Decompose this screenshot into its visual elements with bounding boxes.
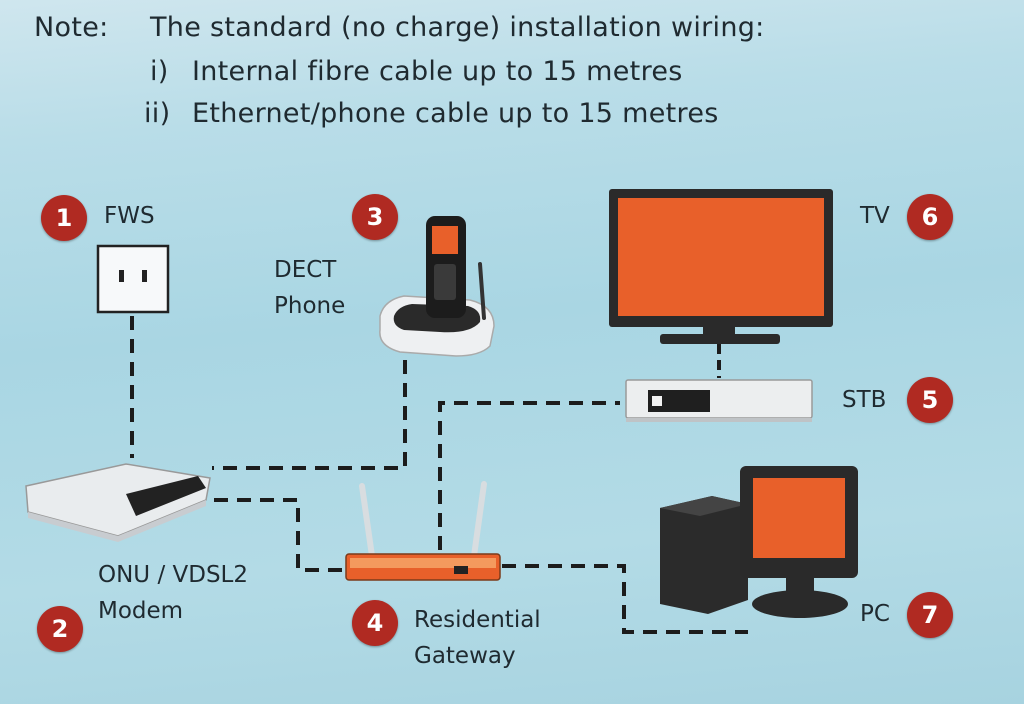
- label-tv: TV: [860, 203, 890, 229]
- label-modem-line2: Modem: [98, 598, 184, 624]
- label-dect-line2: Phone: [274, 293, 346, 319]
- badge-dect: 3: [352, 194, 398, 240]
- badge-gateway: 4: [352, 600, 398, 646]
- label-modem-line1: ONU / VDSL2: [98, 562, 249, 588]
- note-item-number-2: ii): [144, 98, 171, 129]
- badge-fws: 1: [41, 195, 87, 241]
- label-gateway-line1: Residential: [414, 607, 541, 633]
- cable-gateway-stb: [438, 401, 620, 550]
- modem-icon: [25, 463, 211, 542]
- pc-icon: [660, 466, 858, 618]
- label-stb: STB: [842, 387, 887, 413]
- badge-pc: 7: [907, 592, 953, 638]
- gateway-icon: [345, 481, 501, 581]
- badge-stb: 5: [907, 377, 953, 423]
- note-item-ethernet: Ethernet/phone cable up to 15 metres: [192, 98, 719, 129]
- stb-icon: [625, 379, 813, 422]
- note-item-fibre: Internal fibre cable up to 15 metres: [192, 56, 683, 87]
- tv-icon: [609, 189, 833, 344]
- note-item-number-1: i): [150, 56, 169, 87]
- label-pc: PC: [860, 601, 890, 627]
- dect-phone-icon: [379, 216, 495, 357]
- label-dect-line1: DECT: [274, 257, 337, 283]
- note-heading: The standard (no charge) installation wi…: [150, 12, 765, 43]
- label-gateway-line2: Gateway: [414, 643, 516, 669]
- fws-socket-icon: [96, 244, 170, 314]
- cable-dect-modem: [212, 360, 407, 470]
- cable-modem-gateway: [214, 498, 348, 572]
- badge-tv: 6: [907, 194, 953, 240]
- label-fws: FWS: [104, 203, 155, 229]
- note-label: Note:: [34, 12, 109, 43]
- badge-modem: 2: [37, 606, 83, 652]
